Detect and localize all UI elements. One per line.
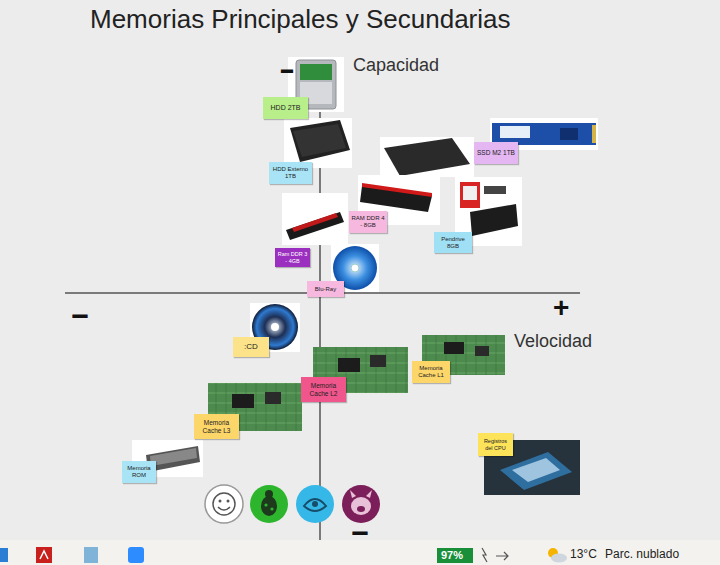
sticky-note: Memoria Cache L1: [412, 361, 450, 383]
sticky-note: Registros del CPU: [478, 433, 513, 456]
slide-title: Memorias Principales y Secundarias: [90, 6, 511, 32]
sticky-note: Memoria Cache L3: [194, 414, 239, 439]
note-text: Memoria ROM: [124, 465, 154, 479]
sticky-note: Blu-Ray: [307, 281, 344, 297]
note-text: Pendrive 8GB: [436, 236, 470, 250]
axis-sign: +: [553, 294, 569, 322]
note-text: HDD 2TB: [271, 104, 301, 112]
sticky-note: HDD Externo 1TB: [269, 162, 312, 184]
sticky-note: RAM DDR 4 - 8GB: [349, 211, 387, 233]
note-text: Ram DDR 3 - 4GB: [277, 251, 308, 264]
sticky-note: SSD M2 1TB: [474, 142, 518, 164]
taskbar-text: Parc. nublado: [605, 548, 679, 560]
note-text: Blu-Ray: [315, 286, 336, 293]
note-text: Memoria Cache L2: [303, 382, 344, 397]
axis-label: Velocidad: [514, 332, 592, 350]
sticky-note: Memoria Cache L2: [301, 377, 346, 402]
note-text: SSD M2 1TB: [477, 149, 515, 156]
sticky-note: Memoria ROM: [122, 461, 156, 483]
taskbar-text: 97%: [441, 550, 463, 561]
note-text: RAM DDR 4 - 8GB: [351, 215, 385, 229]
axis-sign: -: [350, 516, 370, 546]
axis-label: Capacidad: [353, 56, 439, 74]
taskbar-text: 13°C: [570, 548, 597, 560]
axis-sign: -: [70, 299, 90, 329]
note-text: Memoria Cache L1: [414, 365, 448, 379]
note-text: :CD: [244, 342, 258, 351]
axis-sign: -: [279, 54, 295, 84]
note-text: HDD Externo 1TB: [271, 166, 310, 180]
sticky-note: Pendrive 8GB: [434, 232, 472, 253]
note-text: Registros del CPU: [480, 438, 511, 451]
note-text: Memoria Cache L3: [196, 419, 237, 434]
sticky-note: Ram DDR 3 - 4GB: [275, 248, 310, 267]
sticky-note: :CD: [233, 337, 269, 357]
sticky-note: HDD 2TB: [263, 97, 308, 119]
